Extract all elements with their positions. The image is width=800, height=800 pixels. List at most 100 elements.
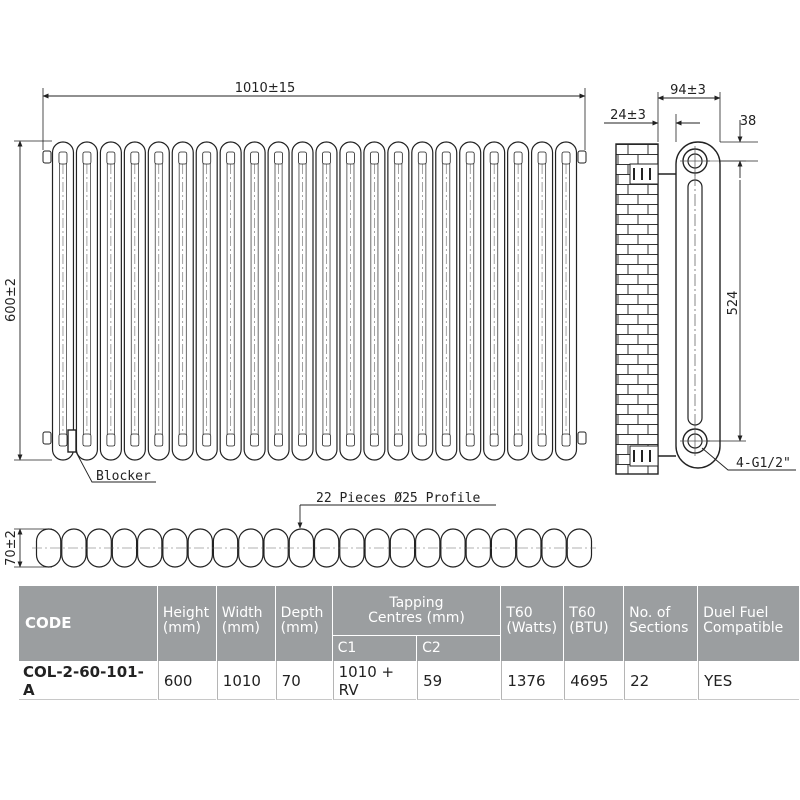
header-nipple [417,151,427,165]
radiator-columns [51,141,578,461]
height-dimension: 600±2 [4,278,19,322]
cell-height: 600 [157,661,216,700]
radiator-column [363,141,386,461]
radiator-technical-drawing: 1010±15 600±2 Blocker 22 Pieces Ø25 Prof… [4,81,796,568]
radiator-column [243,141,266,461]
header-nipple [561,151,571,165]
header-nipple [417,433,427,447]
header-nipple [250,433,260,447]
header-nipple [274,151,283,165]
header-nipple [106,151,116,165]
depth-dimension: 70±2 [4,530,19,566]
top-left-plug [42,150,52,164]
cell-width: 1010 [216,661,275,700]
radiator-column [99,141,122,461]
header-nipple [537,433,547,447]
header-nipple [513,433,523,447]
radiator-column [51,141,75,461]
header-nipple [202,151,212,165]
header-height: Height(mm) [157,586,216,661]
header-nipple [130,433,140,447]
radiator-column [507,141,530,461]
header-nipple [393,433,403,447]
radiator-column [554,141,578,461]
bottom-right-plug [577,431,587,445]
radiator-column [75,141,99,461]
header-nipple [82,151,92,165]
top-wall-bracket [629,163,676,185]
wall-bricks [615,143,659,475]
specification-table: CODE Height(mm) Width(mm) Depth(mm) Tapp… [18,586,800,700]
cell-t60-watts: 1376 [501,661,564,700]
radiator-column [483,141,506,461]
header-nipple [489,151,499,165]
cell-dual-fuel: YES [698,661,799,700]
header-nipple [561,433,571,447]
radiator-column [411,141,434,461]
header-t60-watts: T60(Watts) [501,586,564,661]
header-nipple [274,433,283,447]
radiator-column [195,141,218,461]
header-c1: C1 [332,635,417,661]
cell-sections: 22 [624,661,698,700]
header-nipple [58,151,68,165]
header-nipple [369,433,379,447]
header-nipple [441,433,451,447]
header-nipple [322,151,331,165]
header-nipple [441,151,451,165]
width-dimension: 1010±15 [235,81,296,96]
cell-c2: 59 [417,661,501,700]
cell-c1: 1010 + RV [332,661,417,700]
radiator-column [530,141,554,461]
header-nipple [226,151,236,165]
radiator-column [219,141,242,461]
header-nipple [465,433,475,447]
top-view: 22 Pieces Ø25 Profile 70±2 [4,491,596,568]
blocker-label: Blocker [96,469,151,484]
header-nipple [393,151,403,165]
bottom-left-plug [42,431,52,445]
header-nipple [369,151,379,165]
table-row: COL-2-60-101-A 600 1010 70 1010 + RV 59 … [19,661,799,700]
header-nipple [346,433,355,447]
blocker [67,429,77,453]
header-t60-btu: T60(BTU) [564,586,624,661]
header-nipple [465,151,475,165]
tapping-label: 4-G1/2" [736,456,791,471]
radiator-column [339,141,362,461]
cell-depth: 70 [275,661,332,700]
header-nipple [513,151,523,165]
radiator-column [171,141,194,461]
top-right-plug [577,150,587,164]
header-nipple [106,433,116,447]
header-nipple [178,433,188,447]
header-width: Width(mm) [216,586,275,661]
wall-gap-dimension: 24±3 [610,108,646,123]
header-nipple [178,151,188,165]
bottom-wall-bracket [629,445,676,467]
header-nipple [226,433,236,447]
header-nipple [298,151,307,165]
header-nipple [346,151,355,165]
header-nipple [489,433,499,447]
radiator-column [267,141,290,461]
header-nipple [537,151,547,165]
header-nipple [130,151,140,165]
header-nipple [250,151,260,165]
radiator-column [387,141,410,461]
header-c2: C2 [417,635,501,661]
front-view: 1010±15 600±2 Blocker [4,81,587,484]
header-code: CODE [19,586,157,661]
pipe-offset-dimension: 38 [740,114,757,129]
side-depth-dimension: 94±3 [670,83,706,98]
radiator-column [123,141,146,461]
cell-code: COL-2-60-101-A [19,661,157,700]
radiator-column [147,141,170,461]
cell-t60-btu: 4695 [564,661,624,700]
header-nipple [202,433,212,447]
header-nipple [322,433,331,447]
header-depth: Depth(mm) [275,586,332,661]
